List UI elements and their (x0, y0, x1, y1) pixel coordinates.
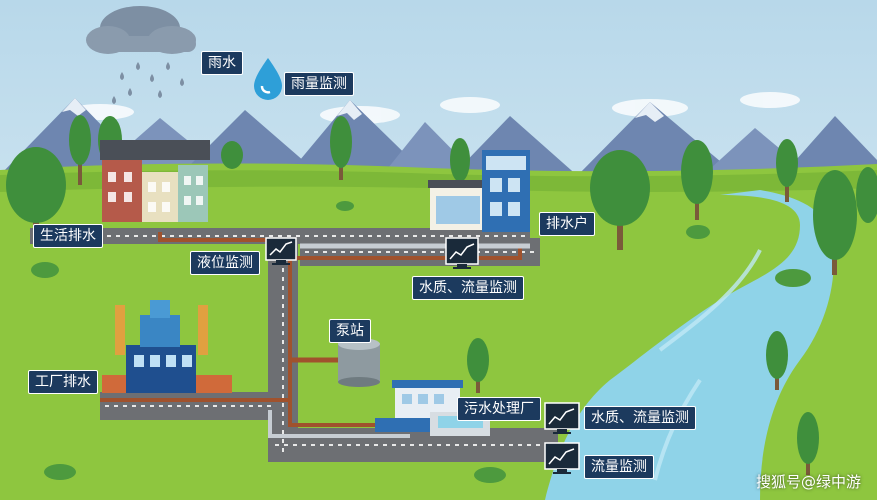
label-factory-drain: 工厂排水 (28, 370, 98, 394)
pipe-network (30, 228, 558, 462)
sewage-plant-icon (375, 380, 490, 436)
drain-household-building-icon (428, 150, 530, 232)
cloud-icon (86, 6, 196, 104)
watermark: 搜狐号@绿中游 (755, 473, 861, 491)
label-quality-flow-monitor-1: 水质、流量监测 (412, 276, 524, 300)
water-drop-icon (254, 58, 282, 100)
house-icon (100, 140, 210, 222)
monitor-icon (544, 442, 580, 474)
pump-station-icon (338, 338, 380, 387)
trees (6, 115, 877, 483)
monitor-icon (265, 237, 297, 265)
monitor-icon (445, 237, 479, 269)
factory-icon (102, 300, 232, 393)
label-pump-station: 泵站 (329, 319, 371, 343)
label-level-monitor: 液位监测 (190, 251, 260, 275)
label-flow-monitor: 流量监测 (584, 455, 654, 479)
monitor-icon (544, 402, 580, 434)
label-rain-monitor: 雨量监测 (284, 72, 354, 96)
label-sewage-plant: 污水处理厂 (457, 397, 541, 421)
label-domestic-drain: 生活排水 (33, 224, 103, 248)
label-rain: 雨水 (201, 51, 243, 75)
label-quality-flow-monitor-2: 水质、流量监测 (584, 406, 696, 430)
label-drain-household: 排水户 (539, 212, 595, 236)
